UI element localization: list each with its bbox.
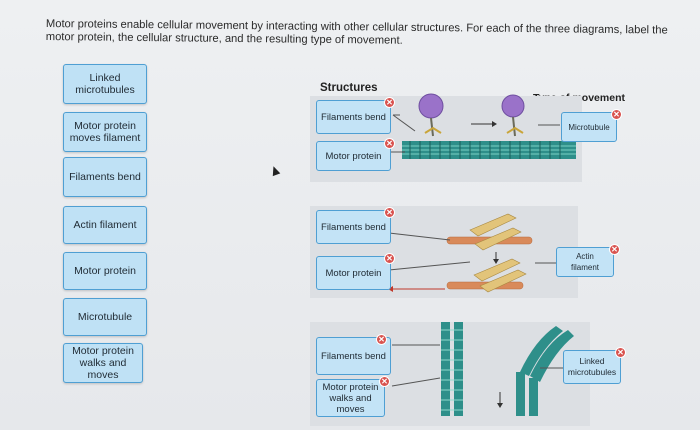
diagram-1-structure-label: Filaments bend	[321, 111, 386, 123]
bank-card-microtubule[interactable]: Microtubule	[63, 298, 147, 336]
remove-icon[interactable]: ✕	[377, 335, 386, 344]
bank-card-linked-microtubules[interactable]: Linked microtubules	[63, 64, 147, 104]
bank-card-motor-protein-moves-filament[interactable]: Motor protein moves filament	[63, 112, 147, 152]
bank-card-label: Motor protein moves filament	[69, 120, 141, 144]
remove-icon[interactable]: ✕	[385, 208, 394, 217]
diagram-2-motor-drop-zone[interactable]: Motor protein	[316, 256, 391, 290]
diagram-2-structure-label: Filaments bend	[321, 221, 386, 233]
diagram-1-motor-label: Motor protein	[325, 150, 382, 162]
diagram-2-motor-label: Motor protein	[325, 267, 382, 279]
bank-card-label: Linked microtubules	[75, 72, 135, 96]
diagram-2-movement-label: Actin filament	[570, 252, 599, 272]
bank-card-label: Motor protein walks and moves	[72, 345, 134, 381]
remove-icon[interactable]: ✕	[616, 348, 625, 357]
diagram-3-movement-label: Linked microtubules	[567, 356, 617, 377]
diagram-3-structure-label: Filaments bend	[321, 350, 386, 362]
diagram-3-motor-drop-zone[interactable]: Motor protein walks and moves	[316, 379, 385, 417]
bank-card-label: Actin filament	[73, 219, 137, 231]
remove-icon[interactable]: ✕	[612, 110, 621, 119]
bank-card-label: Microtubule	[77, 311, 133, 323]
diagram-1-structure-drop-zone[interactable]: Filaments bend	[316, 100, 391, 134]
remove-icon[interactable]: ✕	[610, 245, 619, 254]
remove-icon[interactable]: ✕	[385, 98, 394, 107]
diagram-2-movement-drop-zone[interactable]: Actin filament	[556, 247, 614, 277]
bank-card-motor-protein[interactable]: Motor protein	[63, 252, 147, 290]
diagram-2-structure-drop-zone[interactable]: Filaments bend	[316, 210, 391, 244]
diagram-1-motor-drop-zone[interactable]: Motor protein	[316, 141, 391, 171]
diagram-3-motor-label: Motor protein walks and moves	[322, 381, 379, 415]
bank-card-filaments-bend[interactable]: Filaments bend	[63, 157, 147, 197]
remove-icon[interactable]: ✕	[385, 139, 394, 148]
bank-card-actin-filament[interactable]: Actin filament	[63, 206, 147, 244]
diagram-3-movement-drop-zone[interactable]: Linked microtubules	[563, 350, 621, 384]
remove-icon[interactable]: ✕	[385, 254, 394, 263]
diagram-1-movement-label: Microtubule	[568, 122, 610, 132]
bank-card-label: Filaments bend	[69, 171, 141, 183]
bank-card-motor-protein-walks-and-moves[interactable]: Motor protein walks and moves	[63, 343, 143, 383]
remove-icon[interactable]: ✕	[380, 377, 389, 386]
structures-header: Structures	[320, 82, 378, 94]
bank-card-label: Motor protein	[74, 265, 136, 277]
diagram-1-movement-drop-zone[interactable]: Microtubule	[561, 112, 617, 142]
